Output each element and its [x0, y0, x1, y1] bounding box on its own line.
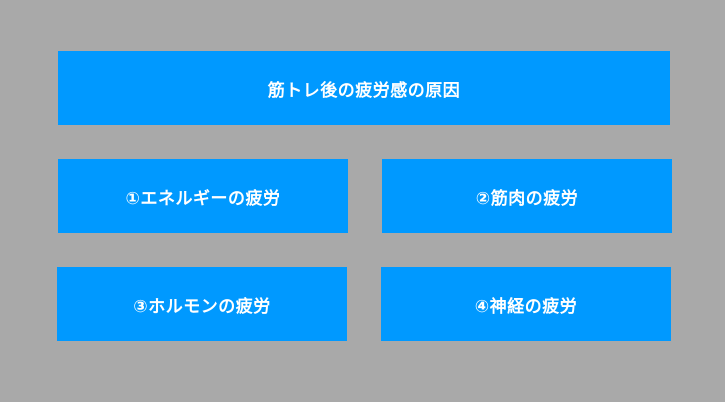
cause-label: ②筋肉の疲労 — [475, 188, 579, 209]
cause-box-nerve: ④神経の疲労 — [381, 267, 671, 341]
diagram-title-box: 筋トレ後の疲労感の原因 — [58, 51, 670, 125]
cause-box-energy: ①エネルギーの疲労 — [58, 159, 348, 233]
cause-box-muscle: ②筋肉の疲労 — [382, 159, 672, 233]
cause-label: ①エネルギーの疲労 — [125, 188, 281, 209]
cause-box-hormone: ③ホルモンの疲労 — [57, 267, 347, 341]
cause-label: ④神経の疲労 — [474, 296, 578, 317]
cause-label: ③ホルモンの疲労 — [133, 296, 271, 317]
diagram-title: 筋トレ後の疲労感の原因 — [267, 80, 461, 101]
